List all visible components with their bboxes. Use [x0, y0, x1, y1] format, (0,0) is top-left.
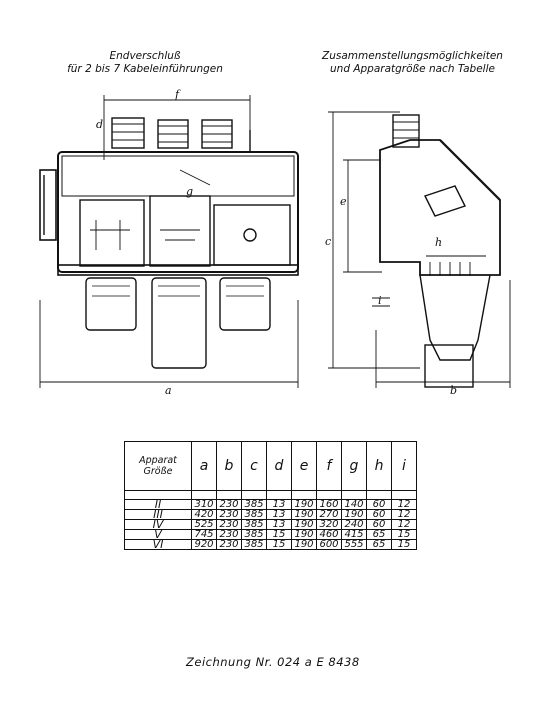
front-view-dimensions	[39, 95, 299, 388]
value-cell: 65	[366, 529, 392, 540]
left-caption-line1: Endverschluß	[109, 50, 181, 62]
value-cell: 60	[366, 509, 392, 520]
table-row: VI 920 230 385 15 190 600 555 65 15	[124, 539, 417, 550]
drawing-number-footer: Zeichnung Nr. 024 a E 8438	[186, 655, 360, 669]
value-cell: 15	[266, 529, 292, 540]
dim-label-g: g	[186, 185, 193, 198]
value-cell: 12	[391, 499, 417, 510]
value-cell: 190	[341, 509, 367, 520]
header-col-i: i	[391, 441, 417, 491]
value-cell: 230	[216, 509, 242, 520]
value-cell: 460	[316, 529, 342, 540]
value-cell: 240	[341, 519, 367, 530]
value-cell: 270	[316, 509, 342, 520]
value-cell: 160	[316, 499, 342, 510]
value-cell: 190	[291, 499, 317, 510]
value-cell: 385	[241, 529, 267, 540]
value-cell: 13	[266, 519, 292, 530]
value-cell: 60	[366, 499, 392, 510]
value-cell: 190	[291, 519, 317, 530]
side-view-drawing	[379, 114, 501, 388]
value-cell: 920	[191, 539, 217, 550]
value-cell: 15	[391, 539, 417, 550]
table-row: IV 525 230 385 13 190 320 240 60 12	[124, 519, 417, 530]
front-view-drawing	[39, 117, 299, 369]
header-groesse: Größe	[143, 466, 173, 477]
value-cell: 13	[266, 499, 292, 510]
dim-label-e: e	[340, 195, 347, 208]
table-row: III 420 230 385 13 190 270 190 60 12	[124, 509, 417, 520]
table-row: II 310 230 385 13 190 160 140 60 12	[124, 499, 417, 510]
dim-label-a: a	[165, 384, 172, 397]
value-cell: 13	[266, 509, 292, 520]
value-cell: 415	[341, 529, 367, 540]
value-cell: 190	[291, 539, 317, 550]
header-col-h: h	[366, 441, 392, 491]
value-cell: 230	[216, 539, 242, 550]
size-cell: VI	[124, 539, 192, 550]
header-col-b: b	[216, 441, 242, 491]
value-cell: 60	[366, 519, 392, 530]
dim-label-h: h	[435, 236, 442, 249]
value-cell: 385	[241, 509, 267, 520]
value-cell: 320	[316, 519, 342, 530]
value-cell: 230	[216, 529, 242, 540]
dimensions-table: Apparat Größe a b c d e f g h i II 310 2…	[124, 441, 417, 550]
right-caption-line2: und Apparatgröße nach Tabelle	[330, 63, 495, 75]
right-caption-line1: Zusammenstellungsmöglichkeiten	[322, 50, 503, 62]
value-cell: 190	[291, 529, 317, 540]
value-cell: 385	[241, 519, 267, 530]
header-col-c: c	[241, 441, 267, 491]
dim-label-f: f	[174, 88, 181, 101]
header-apparat-groesse: Apparat Größe	[124, 441, 192, 491]
value-cell: 525	[191, 519, 217, 530]
value-cell: 745	[191, 529, 217, 540]
header-apparat: Apparat	[139, 455, 177, 466]
value-cell: 555	[341, 539, 367, 550]
value-cell: 15	[391, 529, 417, 540]
side-view-dimensions	[328, 111, 511, 388]
value-cell: 600	[316, 539, 342, 550]
right-drawing-caption: Zusammenstellungsmöglichkeiten und Appar…	[300, 50, 525, 76]
value-cell: 12	[391, 519, 417, 530]
value-cell: 140	[341, 499, 367, 510]
value-cell: 385	[241, 499, 267, 510]
header-col-g: g	[341, 441, 367, 491]
header-col-a: a	[191, 441, 217, 491]
table-header-row: Apparat Größe a b c d e f g h i	[124, 441, 417, 491]
left-drawing-caption: Endverschluß für 2 bis 7 Kabeleinführung…	[40, 50, 250, 76]
dim-label-b: b	[450, 384, 457, 397]
table-row: V 745 230 385 15 190 460 415 65 15	[124, 529, 417, 540]
value-cell: 310	[191, 499, 217, 510]
header-col-e: e	[291, 441, 317, 491]
value-cell: 15	[266, 539, 292, 550]
dim-label-i: i	[378, 294, 382, 307]
dim-label-c: c	[325, 235, 331, 248]
value-cell: 230	[216, 499, 242, 510]
dim-label-d: d	[96, 118, 103, 131]
technical-drawings: a b c d e f g h i	[39, 88, 511, 397]
header-col-f: f	[316, 441, 342, 491]
value-cell: 385	[241, 539, 267, 550]
value-cell: 12	[391, 509, 417, 520]
value-cell: 190	[291, 509, 317, 520]
value-cell: 230	[216, 519, 242, 530]
header-col-d: d	[266, 441, 292, 491]
left-caption-line2: für 2 bis 7 Kabeleinführungen	[67, 63, 223, 75]
value-cell: 420	[191, 509, 217, 520]
value-cell: 65	[366, 539, 392, 550]
